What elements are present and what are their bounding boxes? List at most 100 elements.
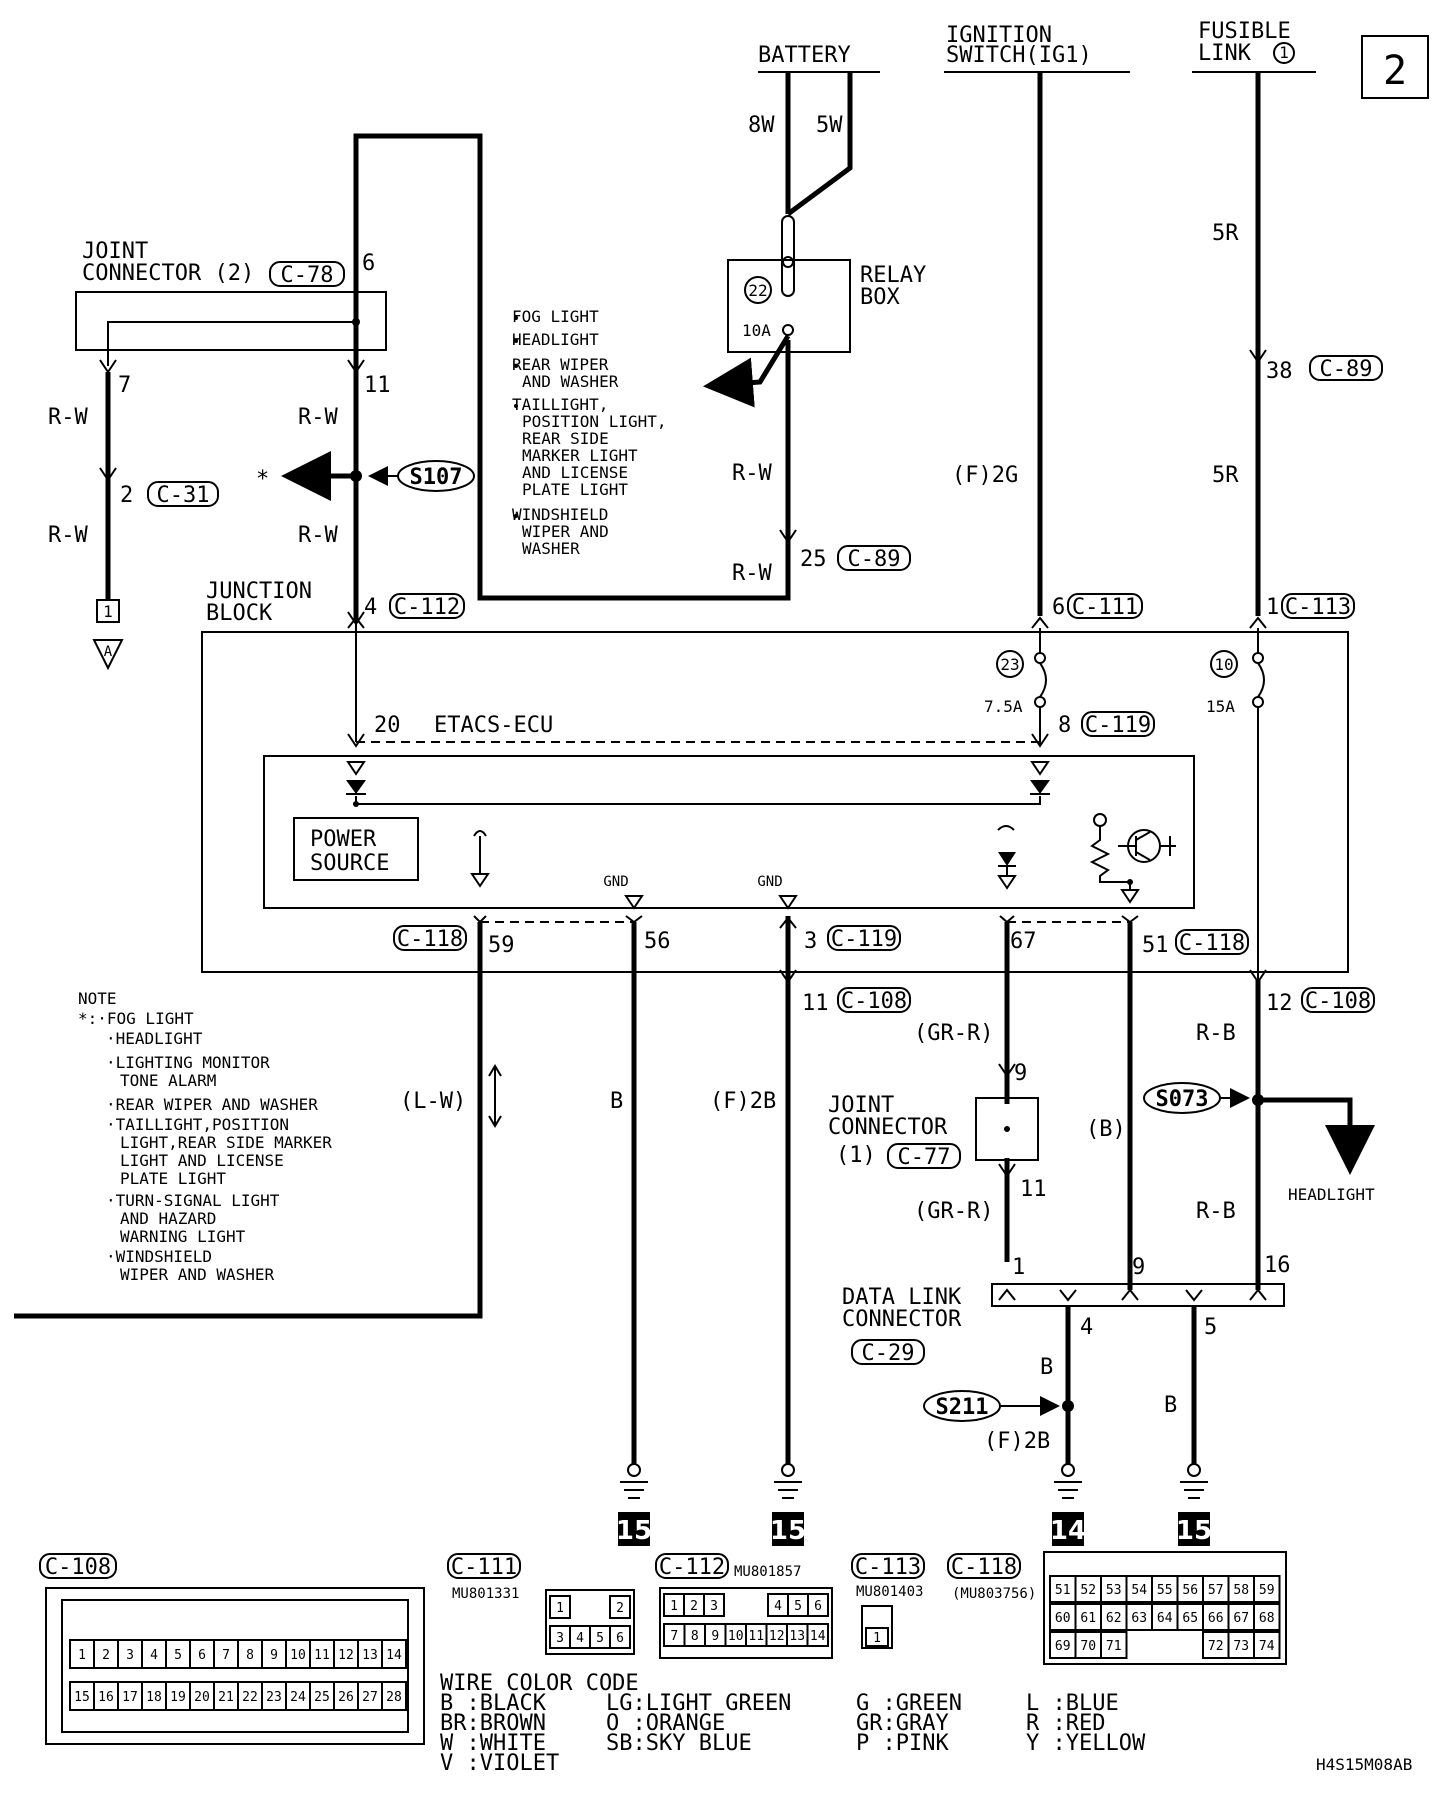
pin-cell — [609, 1595, 631, 1619]
svg-text:WASHER: WASHER — [522, 539, 580, 558]
pin-number: 59 — [1259, 1583, 1275, 1598]
svg-text:9: 9 — [1014, 1061, 1027, 1086]
pin-number: 74 — [1259, 1639, 1275, 1654]
pin-number: 3 — [710, 1599, 718, 1614]
pin-number: 22 — [242, 1690, 258, 1705]
svg-text:R-W: R-W — [48, 405, 88, 430]
pin-number: 56 — [1182, 1583, 1198, 1598]
pin-number: 14 — [386, 1648, 402, 1663]
pin-number: 6 — [814, 1599, 822, 1614]
svg-text:B: B — [1164, 1393, 1177, 1418]
svg-text:3: 3 — [804, 929, 817, 954]
pin-cell — [609, 1625, 631, 1649]
c108-connector-label: C-108 — [841, 989, 907, 1014]
svg-text:(B): (B) — [1086, 1117, 1126, 1142]
pin-number: 54 — [1131, 1583, 1147, 1598]
pin-number: 12 — [338, 1648, 354, 1663]
svg-text:C-29: C-29 — [862, 1341, 915, 1366]
pin-number: 53 — [1106, 1583, 1122, 1598]
pin-number: 51 — [1055, 1583, 1071, 1598]
power-source-label-1: POWER — [310, 827, 377, 852]
note-block: NOTE *:·FOG LIGHT ·HEADLIGHT ·LIGHTING M… — [78, 989, 332, 1284]
pin-number: 5 — [794, 1599, 802, 1614]
svg-text:(F)2B: (F)2B — [710, 1089, 776, 1114]
svg-text:TAILLIGHT,: TAILLIGHT, — [512, 395, 608, 414]
svg-text:R-B: R-B — [1196, 1199, 1236, 1224]
svg-text:TONE ALARM: TONE ALARM — [120, 1071, 216, 1090]
svg-text:DATA LINK: DATA LINK — [842, 1285, 962, 1310]
pin-number: 20 — [194, 1690, 210, 1705]
pin-cell — [807, 1593, 829, 1617]
svg-text:15A: 15A — [1206, 697, 1235, 716]
svg-text:59: 59 — [488, 933, 515, 958]
svg-text:5R: 5R — [1212, 463, 1239, 488]
pin-number: 10 — [290, 1648, 306, 1663]
pin-number: 26 — [338, 1690, 354, 1705]
relay-load-list: FOG LIGHT HEADLIGHT REAR WIPER AND WASHE… — [512, 307, 667, 558]
pin-number: 13 — [362, 1648, 378, 1663]
pin-cell — [381, 1639, 407, 1669]
svg-text:POSITION LIGHT,: POSITION LIGHT, — [522, 412, 667, 431]
svg-text:8W: 8W — [748, 113, 775, 138]
relay-box-label-1: RELAY — [860, 263, 926, 288]
svg-text:·WINDSHIELD: ·WINDSHIELD — [106, 1247, 212, 1266]
ignition-label-2: SWITCH(IG1) — [946, 43, 1092, 68]
joint-connector-1-box — [975, 1097, 1039, 1161]
c118-connector-face — [1043, 1551, 1287, 1665]
svg-text:JUNCTION: JUNCTION — [206, 579, 312, 604]
pin-number: 11 — [314, 1648, 330, 1663]
svg-text:25: 25 — [800, 547, 827, 572]
c112-face-label: C-112 — [659, 1555, 725, 1580]
pin-number: 25 — [314, 1690, 330, 1705]
svg-text:MARKER LIGHT: MARKER LIGHT — [522, 446, 638, 465]
svg-text:4: 4 — [1080, 1315, 1093, 1340]
svg-text:AND LICENSE: AND LICENSE — [522, 463, 628, 482]
svg-text:MU801403: MU801403 — [856, 1584, 923, 1600]
svg-text:WINDSHIELD: WINDSHIELD — [512, 505, 608, 524]
svg-text:JOINT: JOINT — [82, 239, 148, 264]
pin-number: 6 — [198, 1648, 206, 1663]
c113-face-label: C-113 — [855, 1555, 921, 1580]
svg-text:6: 6 — [362, 251, 375, 276]
svg-text:L :BLUE: L :BLUE — [1026, 1691, 1119, 1716]
svg-text:C-108: C-108 — [1305, 989, 1371, 1014]
svg-text:R-W: R-W — [48, 523, 88, 548]
headlight-label: HEADLIGHT — [1288, 1185, 1375, 1204]
pin-number: 24 — [290, 1690, 306, 1705]
svg-text:(GR-R): (GR-R) — [914, 1199, 993, 1224]
svg-text:C-118: C-118 — [1179, 931, 1245, 956]
svg-text:O :ORANGE: O :ORANGE — [606, 1711, 725, 1736]
svg-text:HEADLIGHT: HEADLIGHT — [512, 330, 599, 349]
c111-connector-label: C-111 — [1072, 595, 1138, 620]
svg-text:16: 16 — [1264, 1253, 1291, 1278]
fusible-link-label-1: FUSIBLE — [1198, 19, 1291, 44]
c113-connector-label: C-113 — [1285, 595, 1351, 620]
svg-text:MU801331: MU801331 — [452, 1586, 519, 1602]
svg-text:PLATE LIGHT: PLATE LIGHT — [120, 1169, 226, 1188]
svg-text:11: 11 — [802, 991, 829, 1016]
svg-text:WIPER AND: WIPER AND — [522, 522, 609, 541]
relay-fuse-amp: 10A — [742, 321, 771, 340]
pin-number: 7 — [670, 1629, 678, 1644]
pin-number: 27 — [362, 1690, 378, 1705]
pin-cell — [549, 1595, 571, 1619]
pin-cell — [1253, 1603, 1281, 1631]
svg-text:38: 38 — [1266, 359, 1293, 384]
svg-text:B :BLACK: B :BLACK — [440, 1691, 547, 1716]
splice-s107: S107 — [410, 465, 463, 490]
svg-text:P :PINK: P :PINK — [856, 1731, 949, 1756]
svg-text:BR:BROWN: BR:BROWN — [440, 1711, 546, 1736]
svg-text:·TAILLIGHT,POSITION: ·TAILLIGHT,POSITION — [106, 1115, 289, 1134]
svg-text:1: 1 — [873, 1631, 881, 1646]
ground-symbols — [620, 1463, 1208, 1499]
svg-text:11: 11 — [1020, 1177, 1047, 1202]
junction-block — [201, 631, 1349, 973]
wire-rw-loop — [353, 133, 791, 620]
svg-text:·REAR WIPER AND WASHER: ·REAR WIPER AND WASHER — [106, 1095, 318, 1114]
pin-number: 2 — [616, 1601, 624, 1616]
pin-number: 21 — [218, 1690, 234, 1705]
pin-number: 18 — [146, 1690, 162, 1705]
svg-text:FOG LIGHT: FOG LIGHT — [512, 307, 599, 326]
svg-text:R-B: R-B — [1196, 1021, 1236, 1046]
